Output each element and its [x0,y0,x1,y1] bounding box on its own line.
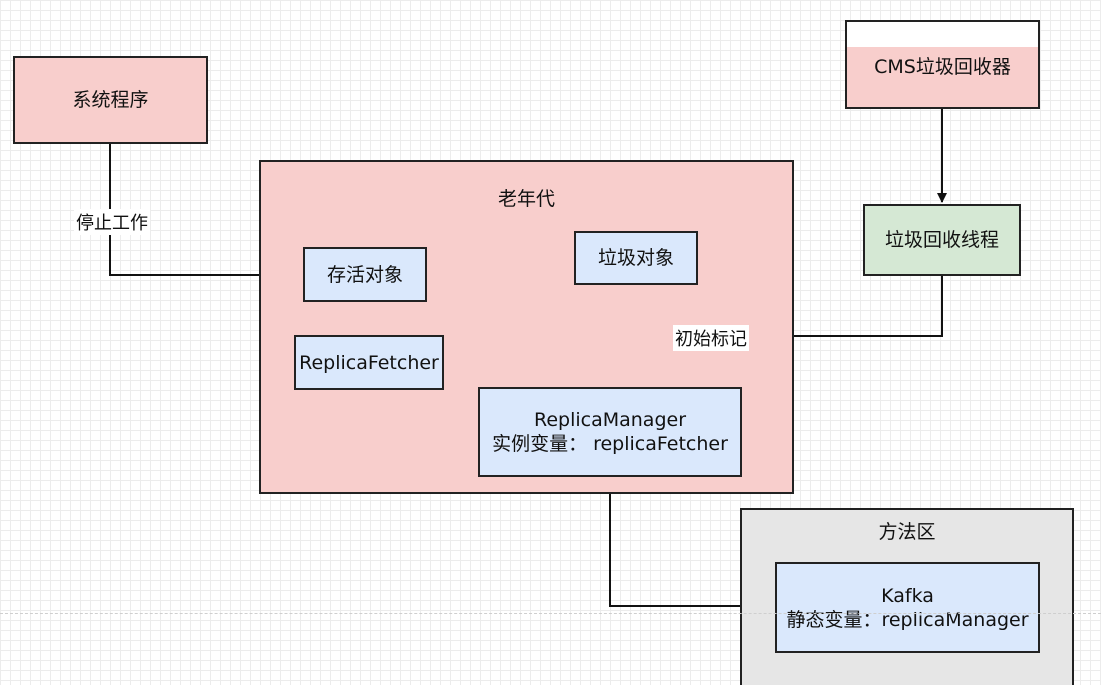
kafka-class: Kafka [881,584,934,607]
gc-thread-label: 垃圾回收线程 [884,229,999,251]
replica-manager-node: ReplicaManager 实例变量： replicaFetcher [478,387,742,477]
kafka-node: Kafka 静态变量：replicaManager [775,562,1040,653]
replica-manager-class: ReplicaManager [533,409,687,431]
page-divider [0,613,1101,614]
cms-collector-label: CMS垃圾回收器 [874,55,1011,78]
kafka-field: 静态变量：replicaManager [786,608,1029,631]
method-area-title: 方法区 [878,521,936,543]
system-program-label: 系统程序 [72,89,149,111]
gc-thread-node: 垃圾回收线程 [863,204,1021,276]
cms-collector-node: CMS垃圾回收器 [845,20,1040,109]
live-object-label: 存活对象 [326,263,403,286]
edge-stop-work [109,143,301,280]
replica-fetcher-node: ReplicaFetcher [294,335,444,390]
garbage-object-node: 垃圾对象 [574,231,698,285]
replica-manager-field: 实例变量： replicaFetcher [492,433,728,455]
stop-work-label: 停止工作 [74,209,150,235]
live-object-node: 存活对象 [303,247,427,302]
old-generation-title: 老年代 [497,188,555,210]
initial-mark-label: 初始标记 [673,325,749,351]
garbage-object-label: 垃圾对象 [597,247,674,269]
system-program-node: 系统程序 [13,56,208,144]
replica-fetcher-label: ReplicaFetcher [299,351,439,374]
edge-kafka-to-manager [605,478,776,607]
